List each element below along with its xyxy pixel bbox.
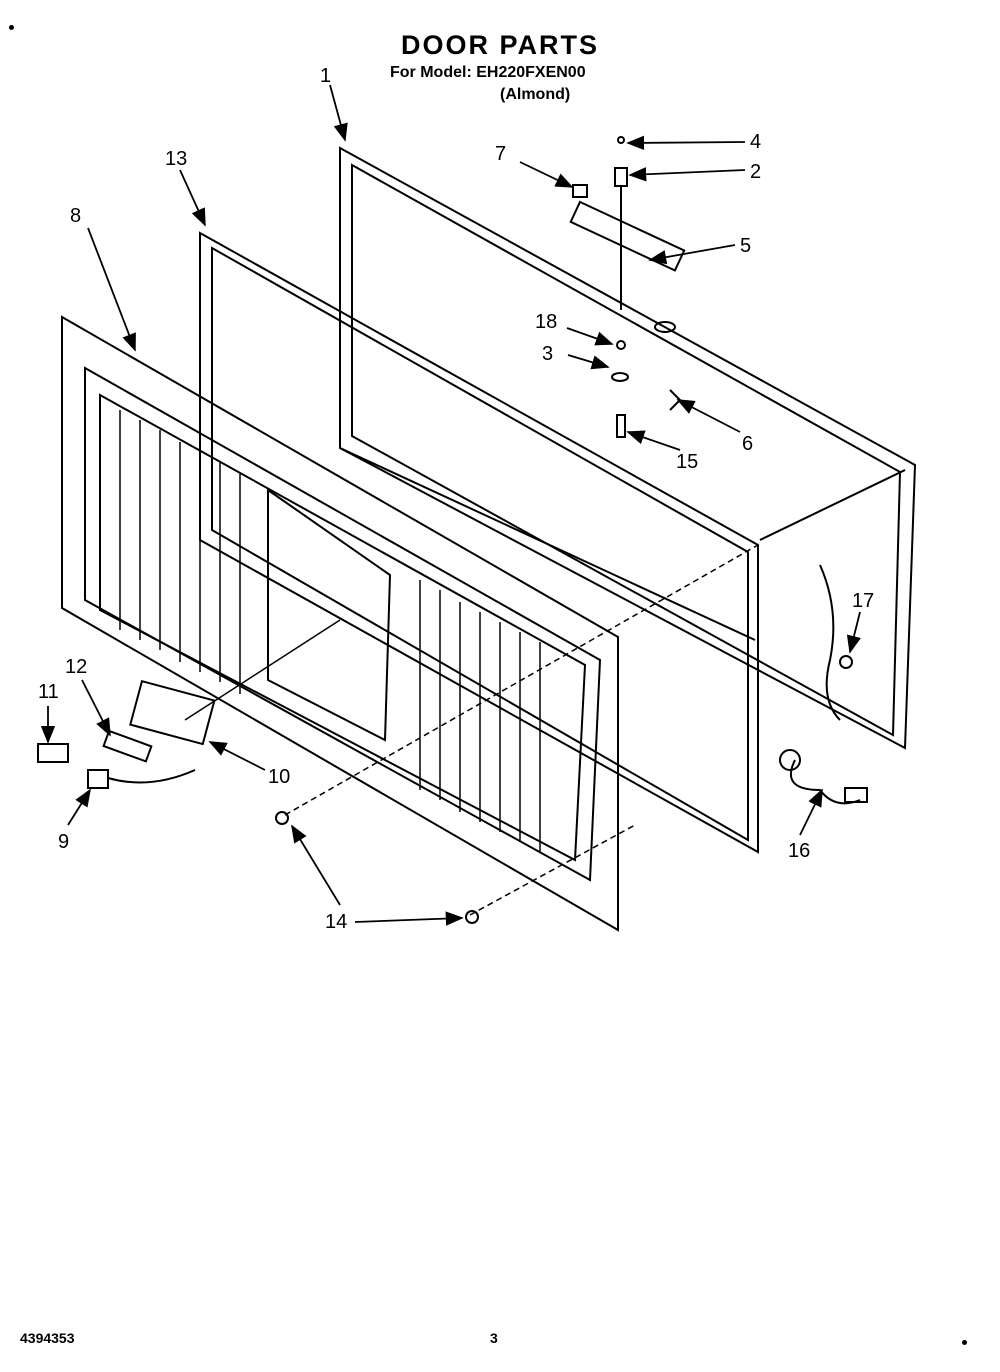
- back-door-panel: [339, 146, 917, 750]
- page-title: DOOR PARTS: [400, 30, 599, 60]
- callout-10: 10: [268, 766, 290, 788]
- callout-labels: 1 2 3 4 5 6 7 8 9 10 11 12 13 14 14 15 1…: [38, 65, 874, 933]
- corner-mark-top-left: [9, 25, 14, 30]
- callout-5: 5: [740, 235, 751, 257]
- door-liner: [61, 315, 619, 932]
- corner-mark-bottom-right: [962, 1340, 967, 1345]
- callout-9: 9: [58, 831, 69, 853]
- callout-12: 12: [65, 656, 87, 678]
- door-gasket: [199, 231, 759, 854]
- document-number: 4394353: [20, 1330, 75, 1346]
- callout-17: 17: [852, 590, 874, 612]
- dashed-assembly-lines: [184, 469, 906, 916]
- hardware-parts: [37, 136, 868, 924]
- callout-14a: 14: [325, 911, 347, 933]
- callout-2: 2: [750, 161, 761, 183]
- callout-11: 11: [38, 681, 59, 703]
- color-subtitle: (Almond): [500, 86, 571, 103]
- callout-arrows: [40, 84, 861, 926]
- callout-7: 7: [495, 143, 506, 165]
- callout-3: 3: [542, 343, 553, 365]
- liner-ribs: [119, 410, 541, 852]
- callout-1: 1: [320, 65, 331, 87]
- callout-4: 4: [750, 131, 761, 153]
- callout-6: 6: [742, 433, 753, 455]
- callout-13: 13: [165, 148, 187, 170]
- model-subtitle: For Model: EH220FXEN00: [390, 64, 586, 81]
- page-number: 3: [490, 1330, 498, 1346]
- callout-8: 8: [70, 205, 81, 227]
- callout-18: 18: [535, 311, 557, 333]
- callout-15: 15: [676, 451, 698, 473]
- callout-16: 16: [788, 840, 810, 862]
